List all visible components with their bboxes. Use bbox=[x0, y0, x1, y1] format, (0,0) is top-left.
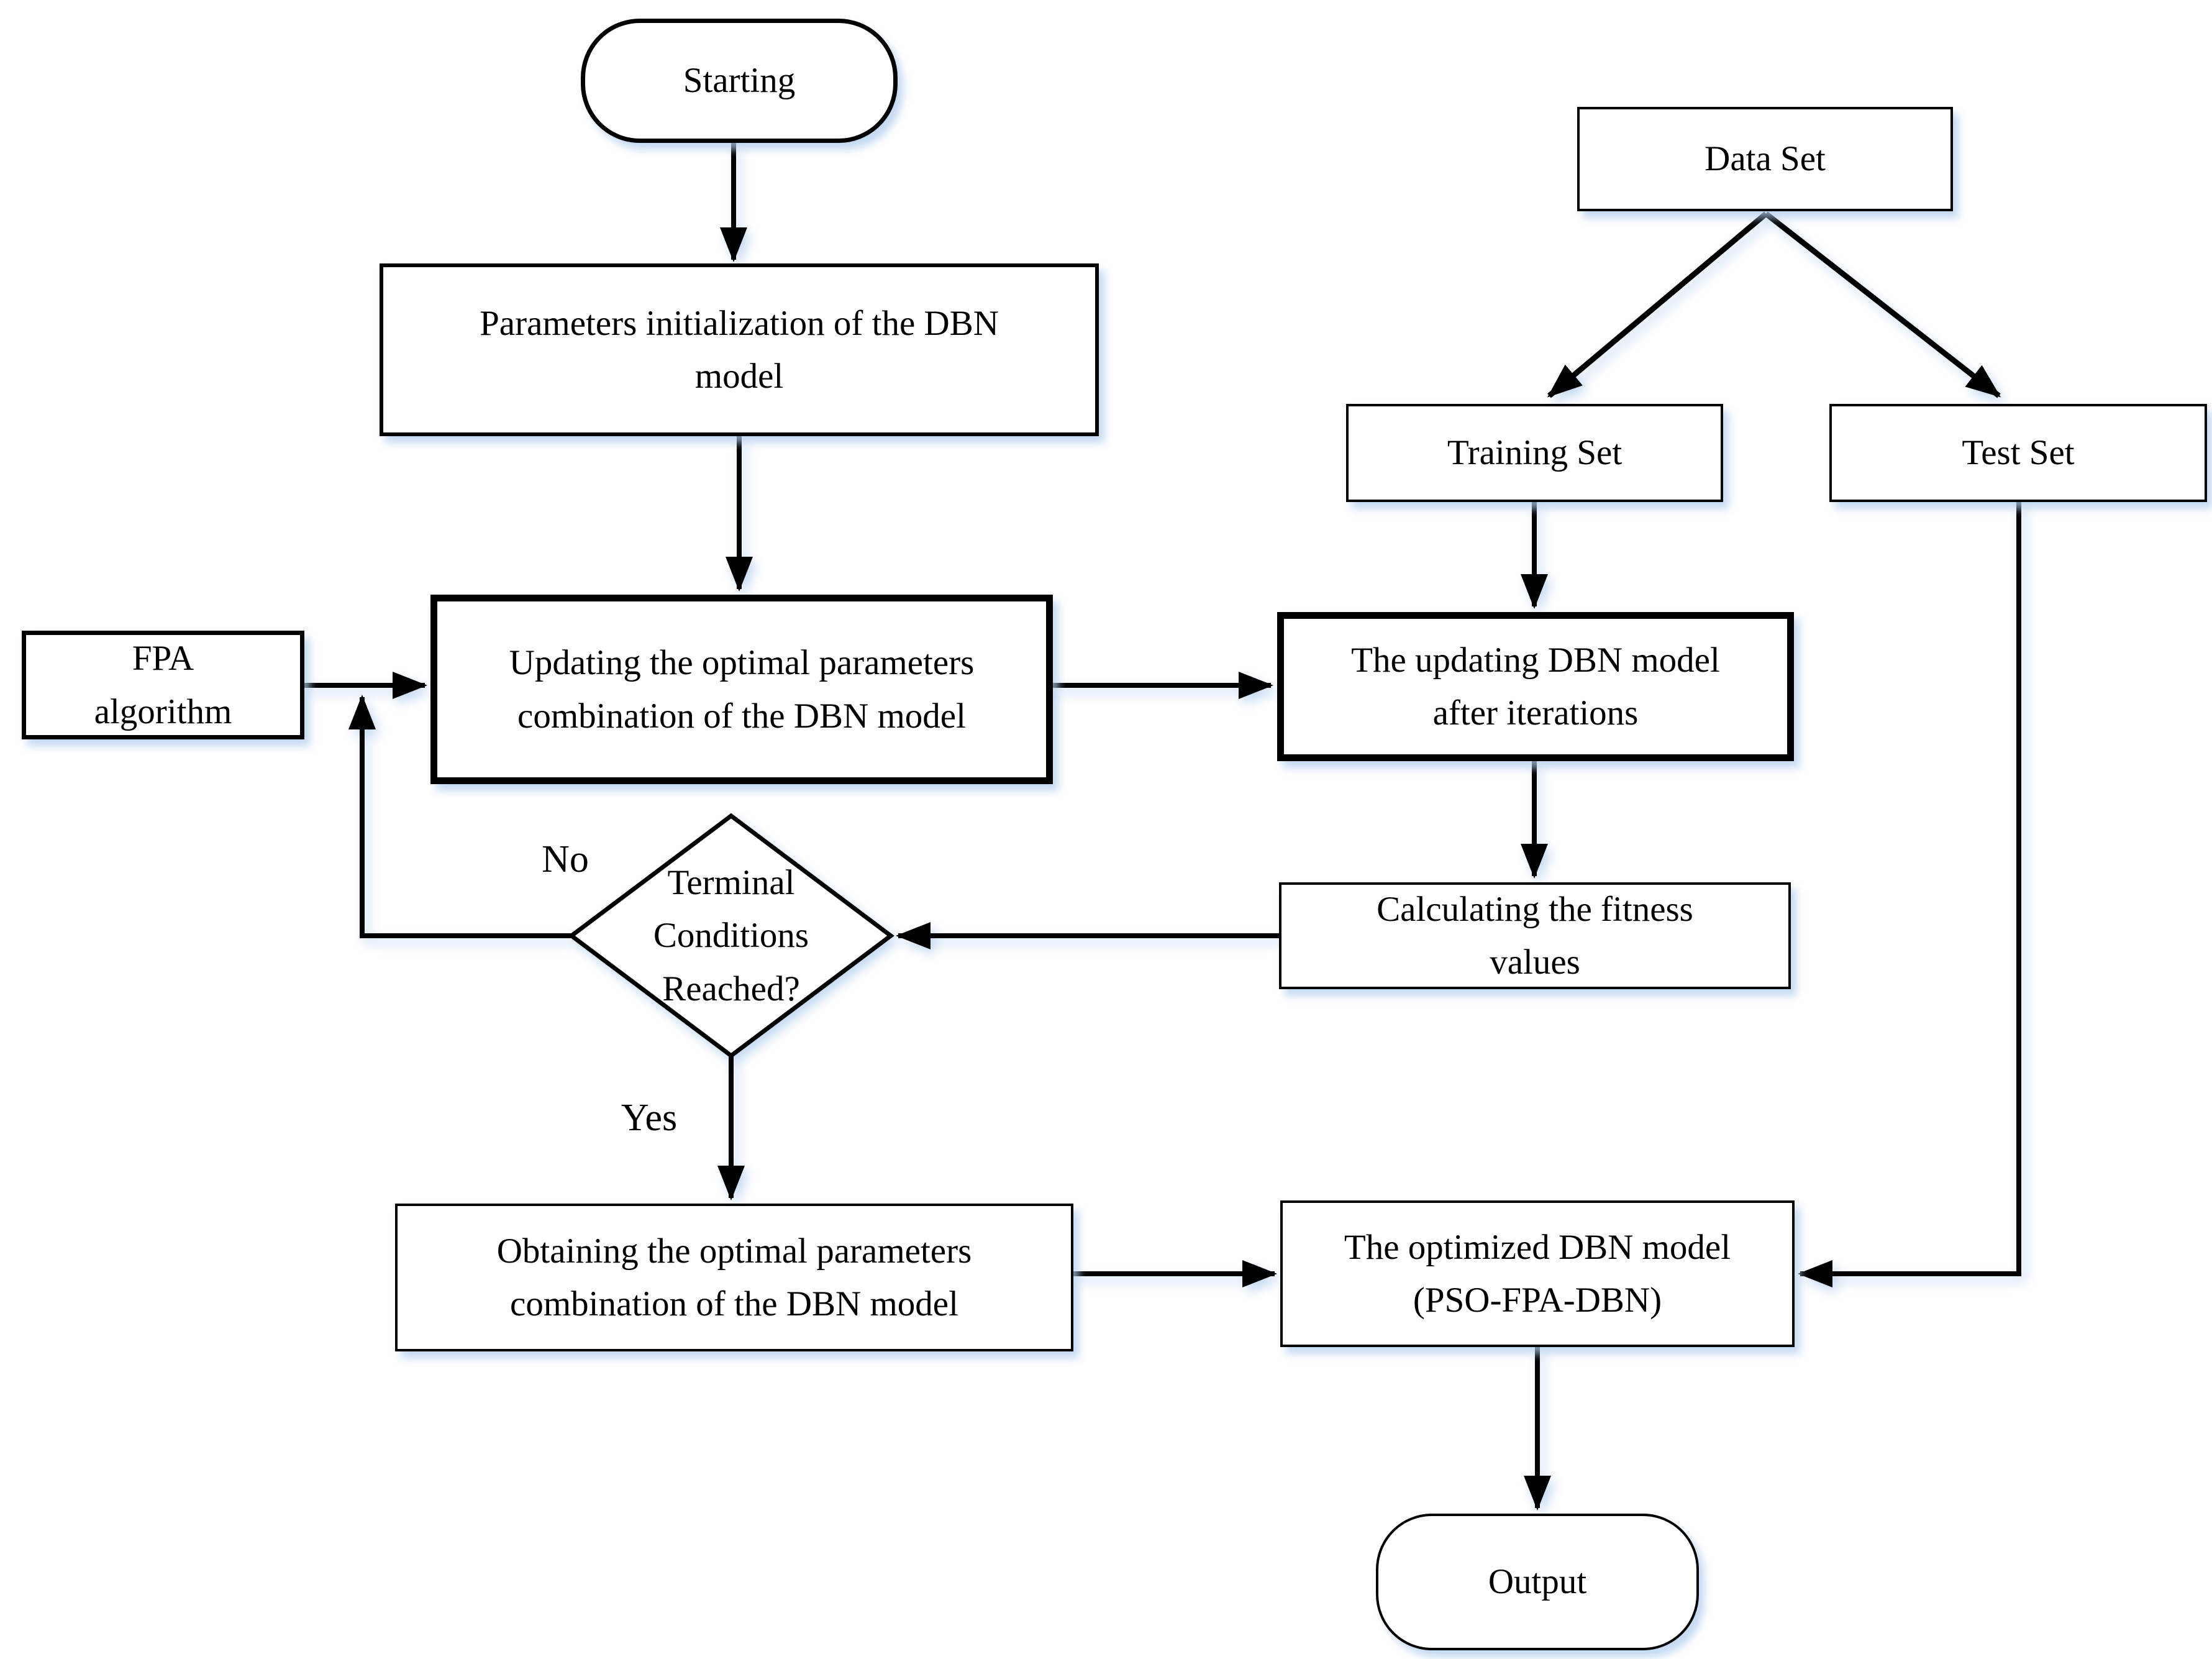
node-test-set-label: Test Set bbox=[1962, 433, 2075, 473]
node-data-set-label: Data Set bbox=[1705, 139, 1826, 179]
node-optimized-dbn-model: The optimized DBN model(PSO-FPA-DBN) bbox=[1280, 1200, 1795, 1347]
node-starting-label: Starting bbox=[683, 61, 796, 101]
node-optimized-dbn-model-label: The optimized DBN model(PSO-FPA-DBN) bbox=[1344, 1227, 1731, 1320]
node-training-set-label: Training Set bbox=[1447, 433, 1623, 473]
node-output: Output bbox=[1376, 1514, 1699, 1650]
edge-label-no: No bbox=[542, 838, 589, 880]
edge-dataset-to-test bbox=[1764, 211, 2001, 398]
edge-label-yes: Yes bbox=[621, 1097, 678, 1139]
node-test-set: Test Set bbox=[1829, 404, 2207, 502]
edge-no-feedback bbox=[348, 695, 571, 938]
edge-test-to-optimized bbox=[1798, 502, 2021, 1287]
node-training-set: Training Set bbox=[1346, 404, 1723, 502]
node-data-set: Data Set bbox=[1577, 107, 1953, 211]
node-output-label: Output bbox=[1488, 1562, 1587, 1602]
node-starting: Starting bbox=[581, 19, 898, 143]
edge-dataset-to-training bbox=[1547, 211, 1768, 398]
